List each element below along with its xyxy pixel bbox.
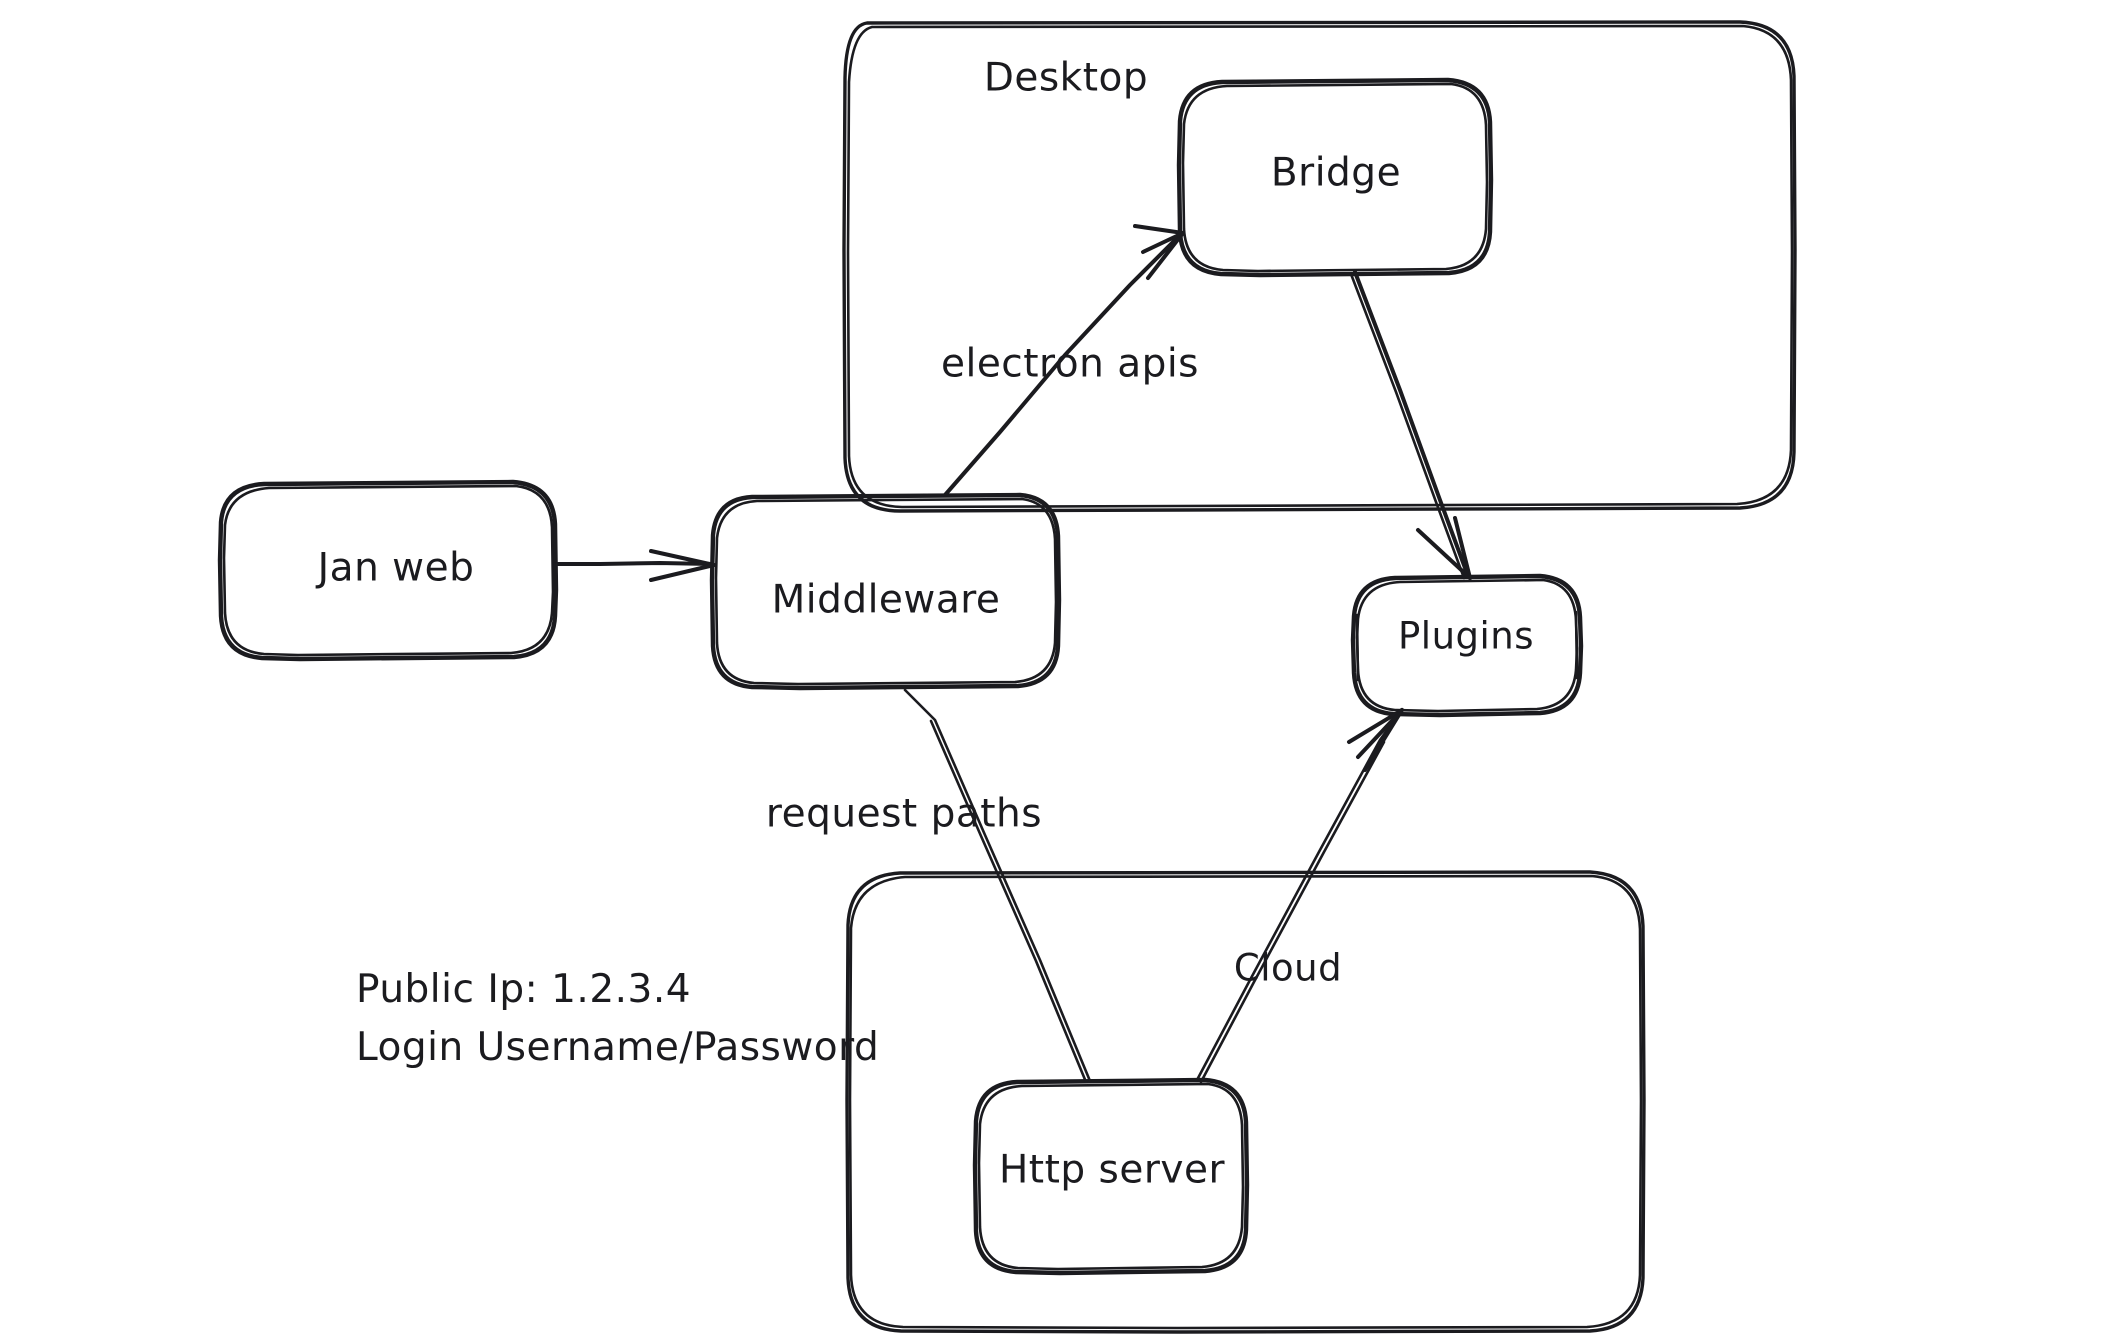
edge-label-electron-apis: electron apis xyxy=(940,341,1200,387)
edge-label-request-paths: request paths xyxy=(765,791,1043,837)
edge-jan-web-to-middleware[interactable] xyxy=(555,549,716,582)
node-label-plugins: Plugins xyxy=(1397,614,1535,658)
node-box-middleware[interactable] xyxy=(709,492,1062,691)
node-box-http-server[interactable] xyxy=(972,1077,1250,1276)
node-label-jan-web: Jan web xyxy=(317,545,475,591)
edge-middleware-to-bridge[interactable] xyxy=(943,224,1185,497)
container-cloud[interactable] xyxy=(845,870,1646,1334)
node-box-jan-web[interactable] xyxy=(217,479,559,662)
annotation-public-ip: Public Ip: 1.2.3.4 xyxy=(356,967,692,1012)
node-label-bridge: Bridge xyxy=(1270,150,1402,196)
node-label-middleware: Middleware xyxy=(771,577,1001,623)
annotation-login-credentials: Login Username/Password xyxy=(356,1025,880,1070)
edge-http-server-to-plugins[interactable] xyxy=(1195,708,1404,1084)
node-box-plugins[interactable] xyxy=(1350,573,1584,718)
edge-http-server-to-middleware[interactable] xyxy=(903,688,1092,1084)
edge-bridge-to-plugins[interactable] xyxy=(1349,270,1472,580)
node-label-http-server: Http server xyxy=(998,1147,1226,1193)
container-label-desktop: Desktop xyxy=(983,55,1149,101)
container-desktop[interactable] xyxy=(842,20,1797,513)
edge-label-cloud: Cloud xyxy=(1233,946,1343,990)
